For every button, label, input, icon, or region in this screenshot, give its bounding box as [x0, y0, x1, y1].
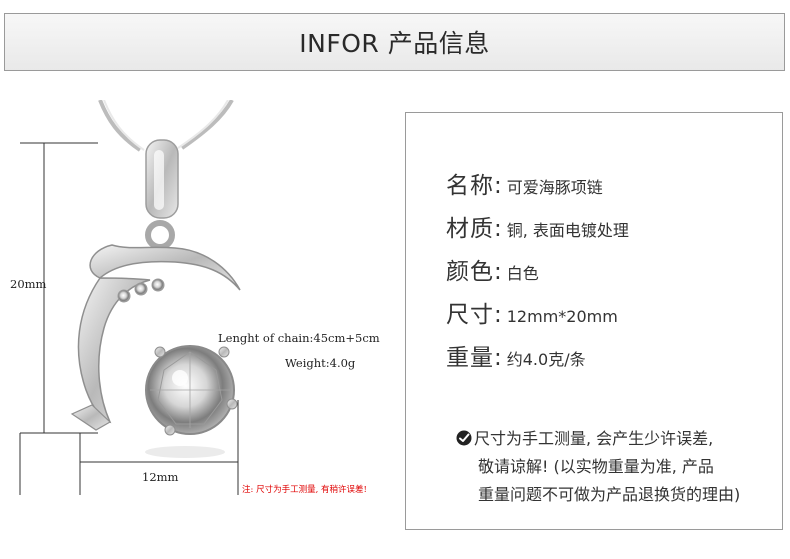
spec-value: 可爱海豚项链 — [506, 178, 603, 197]
reflection — [145, 446, 225, 458]
main-gemstone — [145, 345, 238, 436]
weight-label: Weight:4.0g — [285, 356, 356, 370]
pendant-illustration — [19, 100, 241, 495]
measurement-note: 注: 尺寸为手工测量, 有稍许误差! — [242, 485, 367, 495]
disclaimer-line-1: 尺寸为手工测量, 会产生少许误差, — [456, 429, 713, 448]
spec-row-name: 名称: 可爱海豚项链 — [446, 166, 603, 200]
product-image-area: 20mm 12mm Lenght of chain:45cm+5cm Weigh… — [0, 100, 410, 520]
spec-row-color: 颜色: 白色 — [446, 252, 539, 286]
check-circle-icon — [456, 430, 472, 446]
disclaimer: 尺寸为手工测量, 会产生少许误差, 敬请谅解! (以实物重量为准, 产品 重量问… — [456, 425, 740, 509]
disclaimer-line-2: 敬请谅解! (以实物重量为准, 产品 — [478, 457, 714, 476]
spec-row-size: 尺寸: 12mm*20mm — [446, 295, 618, 329]
height-label: 20mm — [10, 277, 47, 291]
height-dimension — [19, 142, 98, 495]
spec-row-material: 材质: 铜, 表面电镀处理 — [446, 209, 629, 243]
spec-value: 白色 — [506, 264, 539, 283]
spec-row-weight: 重量: 约4.0克/条 — [446, 338, 586, 372]
spec-value: 铜, 表面电镀处理 — [506, 221, 629, 240]
chain — [98, 100, 234, 152]
disclaimer-line-3: 重量问题不可做为产品退换货的理由) — [478, 485, 741, 504]
spec-label: 重量: — [446, 345, 503, 371]
chain-length-label: Lenght of chain:45cm+5cm — [218, 331, 380, 345]
spec-value: 约4.0克/条 — [506, 350, 586, 369]
spec-label: 名称: — [446, 173, 503, 199]
dolphin-shape — [70, 244, 241, 431]
spec-panel: 名称: 可爱海豚项链 材质: 铜, 表面电镀处理 颜色: 白色 尺寸: 12mm… — [405, 112, 783, 530]
spec-label: 尺寸: — [446, 302, 503, 328]
spec-label: 颜色: — [446, 259, 503, 285]
header-banner: INFOR 产品信息 — [4, 13, 785, 71]
spec-value: 12mm*20mm — [506, 307, 618, 326]
pendant-bail — [145, 139, 179, 250]
width-dimension — [79, 400, 239, 495]
page-title: INFOR 产品信息 — [299, 29, 490, 58]
width-label: 12mm — [142, 470, 179, 484]
spec-label: 材质: — [446, 216, 503, 242]
